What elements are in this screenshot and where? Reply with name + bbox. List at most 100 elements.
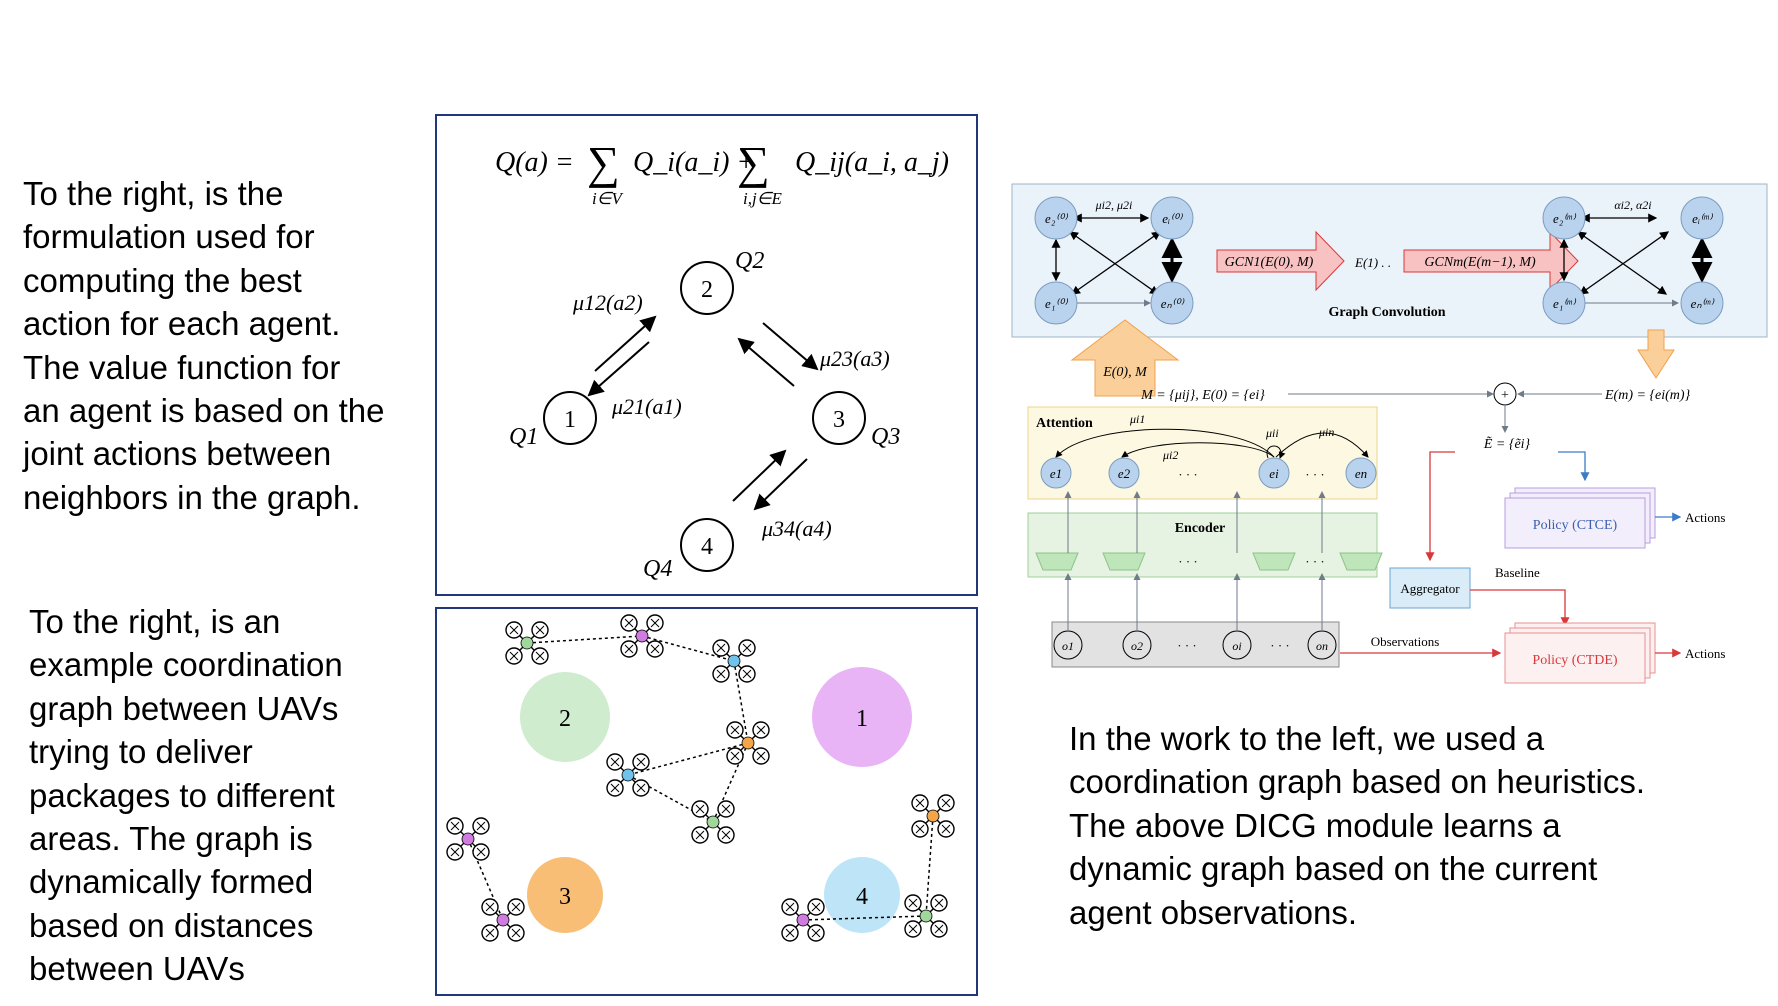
obs-node-on: on [1316,639,1328,653]
svg-text:· · ·: · · · [1177,638,1197,653]
gcn1-arrow [1216,230,1345,292]
uav-drone-9 [911,794,955,838]
att-node-ei: ei [1269,466,1279,481]
zone-2 [520,672,610,762]
gcnm-label: GCNm(E(m−1), M) [1424,255,1536,270]
formula-sum1: ∑ [587,137,620,188]
node-2-label: 2 [701,277,713,303]
attention-label: Attention [1036,416,1093,431]
svg-text:eₙ⁽ᵐ⁾: eₙ⁽ᵐ⁾ [1691,296,1716,311]
uav-drone-7 [446,817,490,861]
zone-2-label: 2 [559,706,571,732]
uav-drone-3 [712,639,756,683]
svg-text:e₂⁽⁰⁾: e₂⁽⁰⁾ [1045,211,1069,226]
uav-drone-8 [481,898,525,942]
actions-ctce-label: Actions [1685,510,1725,525]
formula-lhs: Q(a) = [495,147,574,178]
uav-drone-5 [606,753,650,797]
policy-ctde-label: Policy (CTDE) [1532,653,1617,668]
uav-drone-10 [781,898,825,942]
mu-i1-label: μi1 [1129,412,1145,426]
uav-coordination-map: 1 2 3 4 [446,614,955,942]
e-tilde-label: Ẽ = {ẽi} [1483,435,1531,452]
svg-text:· · ·: · · · [1178,467,1198,482]
formula-sum2-sub: i,j∈E [743,189,783,208]
em-definition-label: E(m) = {ei(m)} [1604,388,1691,403]
uav-map-panel: 1 2 3 4 [435,607,978,996]
edge-label-left: μi2, μ2i [1095,198,1133,212]
mu12-label: μ12(a2) [572,290,643,315]
obs-node-oi: oi [1232,639,1241,653]
mu23-label: μ23(a3) [819,346,890,371]
input-up-arrow [1070,319,1180,397]
policy-ctde-box [1504,632,1646,684]
aggregator-box [1389,567,1471,609]
q2-label: Q2 [735,248,764,274]
dicg-description-text: In the work to the left, we used a coord… [1069,720,1646,931]
node-1-label: 1 [564,407,576,433]
svg-text:e₂⁽ᵐ⁾: e₂⁽ᵐ⁾ [1553,211,1577,226]
node-3-label: 3 [833,407,845,433]
gcn1-label: GCN1(E(0), M) [1225,255,1314,270]
intro-formulation-text: To the right, is the formulation used fo… [23,175,385,516]
output-down-arrow [1637,329,1675,379]
zone-4 [824,857,900,933]
mu34-label: μ34(a4) [761,516,832,541]
svg-text:· · ·: · · · [1178,554,1198,569]
e1-dots-label: E(1) . . [1354,255,1391,270]
dicg-architecture-diagram: e₂⁽⁰⁾ eᵢ⁽⁰⁾ e₁⁽⁰⁾ eₙ⁽⁰⁾ μi2, μ2i GCN1(E(… [1011,183,1768,684]
att-node-e2: e2 [1118,466,1131,481]
mu21-label: μ21(a1) [611,394,682,419]
formula-term2: Q_ij(a_i, a_j) [795,147,949,178]
svg-text:eᵢ⁽ᵐ⁾: eᵢ⁽ᵐ⁾ [1692,211,1713,226]
obs-node-o1: o1 [1062,639,1074,653]
svg-text:· · ·: · · · [1305,467,1325,482]
formula-sum2: ∑ [737,137,770,188]
svg-text:e₁⁽⁰⁾: e₁⁽⁰⁾ [1045,296,1069,311]
zone-3 [527,857,603,933]
attention-box [1027,406,1378,500]
mu-ii-label: μii [1265,426,1279,440]
svg-text:· · ·: · · · [1270,638,1290,653]
aggregator-label: Aggregator [1400,581,1460,596]
svg-text:eₙ⁽⁰⁾: eₙ⁽⁰⁾ [1161,296,1185,311]
uav-drone-2 [620,614,664,658]
policy-ctce-box [1504,497,1646,549]
uav-example-text: To the right, is an example coordination… [29,603,343,988]
graph-convolution-label: Graph Convolution [1328,305,1445,320]
mu-in-label: μin [1318,425,1334,439]
svg-text:· · ·: · · · [1305,554,1325,569]
uav-drone-1 [505,621,549,665]
svg-text:e₁⁽ᵐ⁾: e₁⁽ᵐ⁾ [1553,296,1577,311]
q4-label: Q4 [643,556,672,582]
formula-term1: Q_i(a_i) + [633,147,755,178]
obs-node-o2: o2 [1131,639,1143,653]
observations-row [1051,621,1340,668]
q1-label: Q1 [509,424,538,450]
coordination-graph: Q(a) = ∑ i∈V Q_i(a_i) + ∑ i,j∈E Q_ij(a_i… [495,137,949,582]
uav-drone-6 [691,800,735,844]
zone-3-label: 3 [559,884,571,910]
att-node-en: en [1355,466,1367,481]
formula-sum1-sub: i∈V [592,189,625,208]
node-4-label: 4 [701,534,713,560]
mu-i2-label: μi2 [1162,448,1178,462]
svg-text:+: + [1501,388,1509,403]
baseline-label: Baseline [1495,565,1540,580]
input-arrow-label: E(0), M [1102,365,1148,380]
m-definition-label: M = {μij}, E(0) = {ei} [1140,388,1265,403]
policy-ctce-label: Policy (CTCE) [1533,518,1618,533]
uav-drone-11 [904,894,948,938]
uav-drone-4 [726,721,770,765]
edge-label-right: αi2, α2i [1614,198,1651,212]
plus-node [1493,382,1517,406]
zone-4-label: 4 [856,884,868,910]
encoder-box [1027,512,1378,578]
actions-ctde-label: Actions [1685,646,1725,661]
att-node-e1: e1 [1050,466,1062,481]
encoder-label: Encoder [1175,521,1226,536]
formula-panel: Q(a) = ∑ i∈V Q_i(a_i) + ∑ i,j∈E Q_ij(a_i… [435,114,978,596]
q3-label: Q3 [871,424,900,450]
svg-text:eᵢ⁽⁰⁾: eᵢ⁽⁰⁾ [1162,211,1183,226]
observations-label: Observations [1371,634,1440,649]
